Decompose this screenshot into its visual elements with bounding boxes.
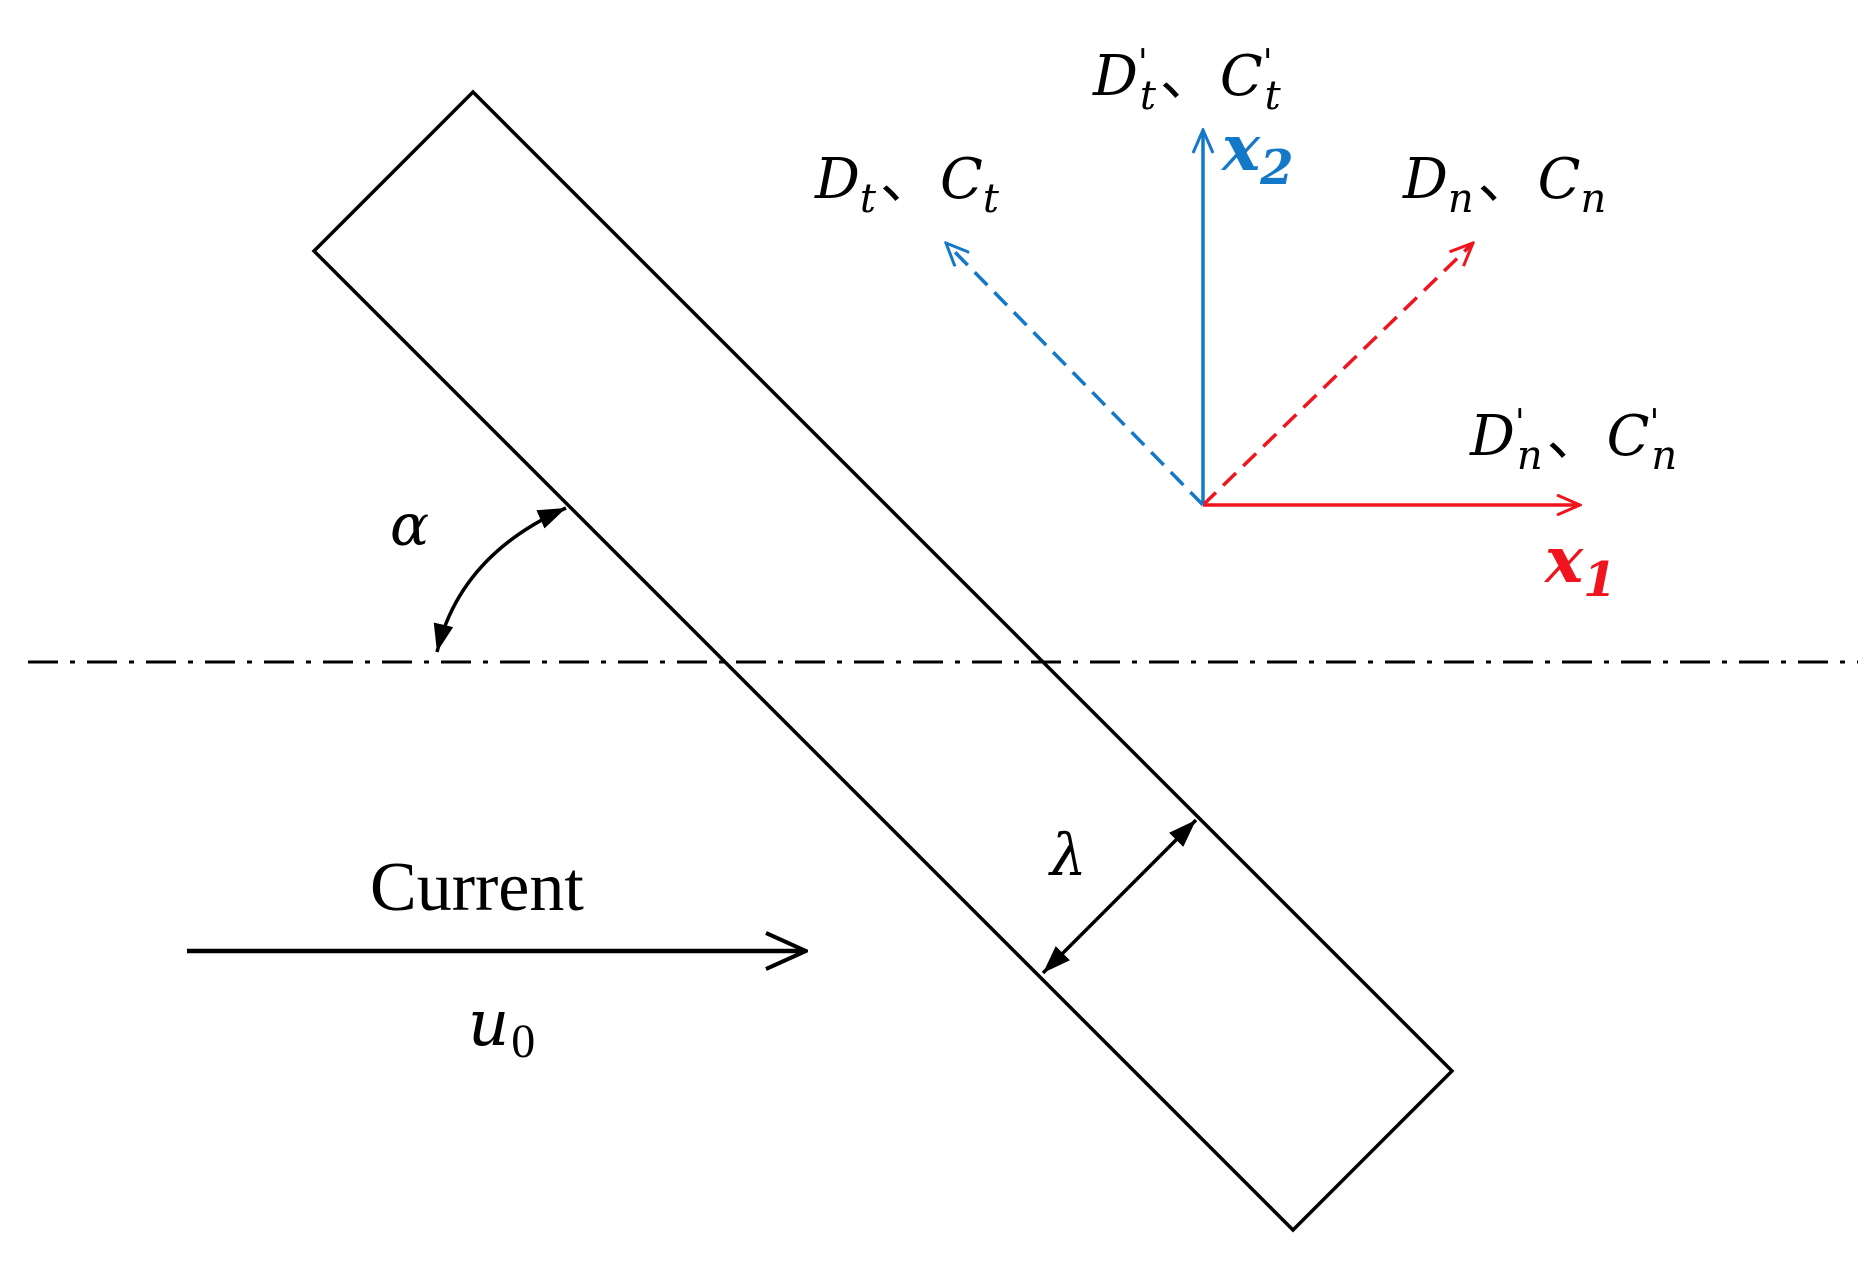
tangential-direction-arrow: [946, 243, 1205, 507]
velocity-label: u0: [468, 987, 535, 1068]
alpha-label: α: [390, 491, 429, 559]
normal-solid-label: D'n、C'n: [1469, 403, 1677, 479]
x1-axis-label: x1: [1543, 523, 1617, 608]
normal-direction-arrow: [1201, 243, 1473, 507]
tangential-dashed-label: Dt、Ct: [814, 147, 1000, 222]
normal-dashed-label: Dn、Cn: [1402, 147, 1606, 222]
angle-arc: [433, 506, 567, 653]
inclined-plate: [311, 89, 1455, 1233]
tangential-solid-label: D't、C't: [1092, 43, 1282, 119]
lambda-label: λ: [1048, 821, 1087, 889]
current-label: Current: [370, 849, 584, 926]
width-dimension-arrow: [1041, 818, 1198, 975]
x2-axis-label: x2: [1220, 111, 1294, 196]
